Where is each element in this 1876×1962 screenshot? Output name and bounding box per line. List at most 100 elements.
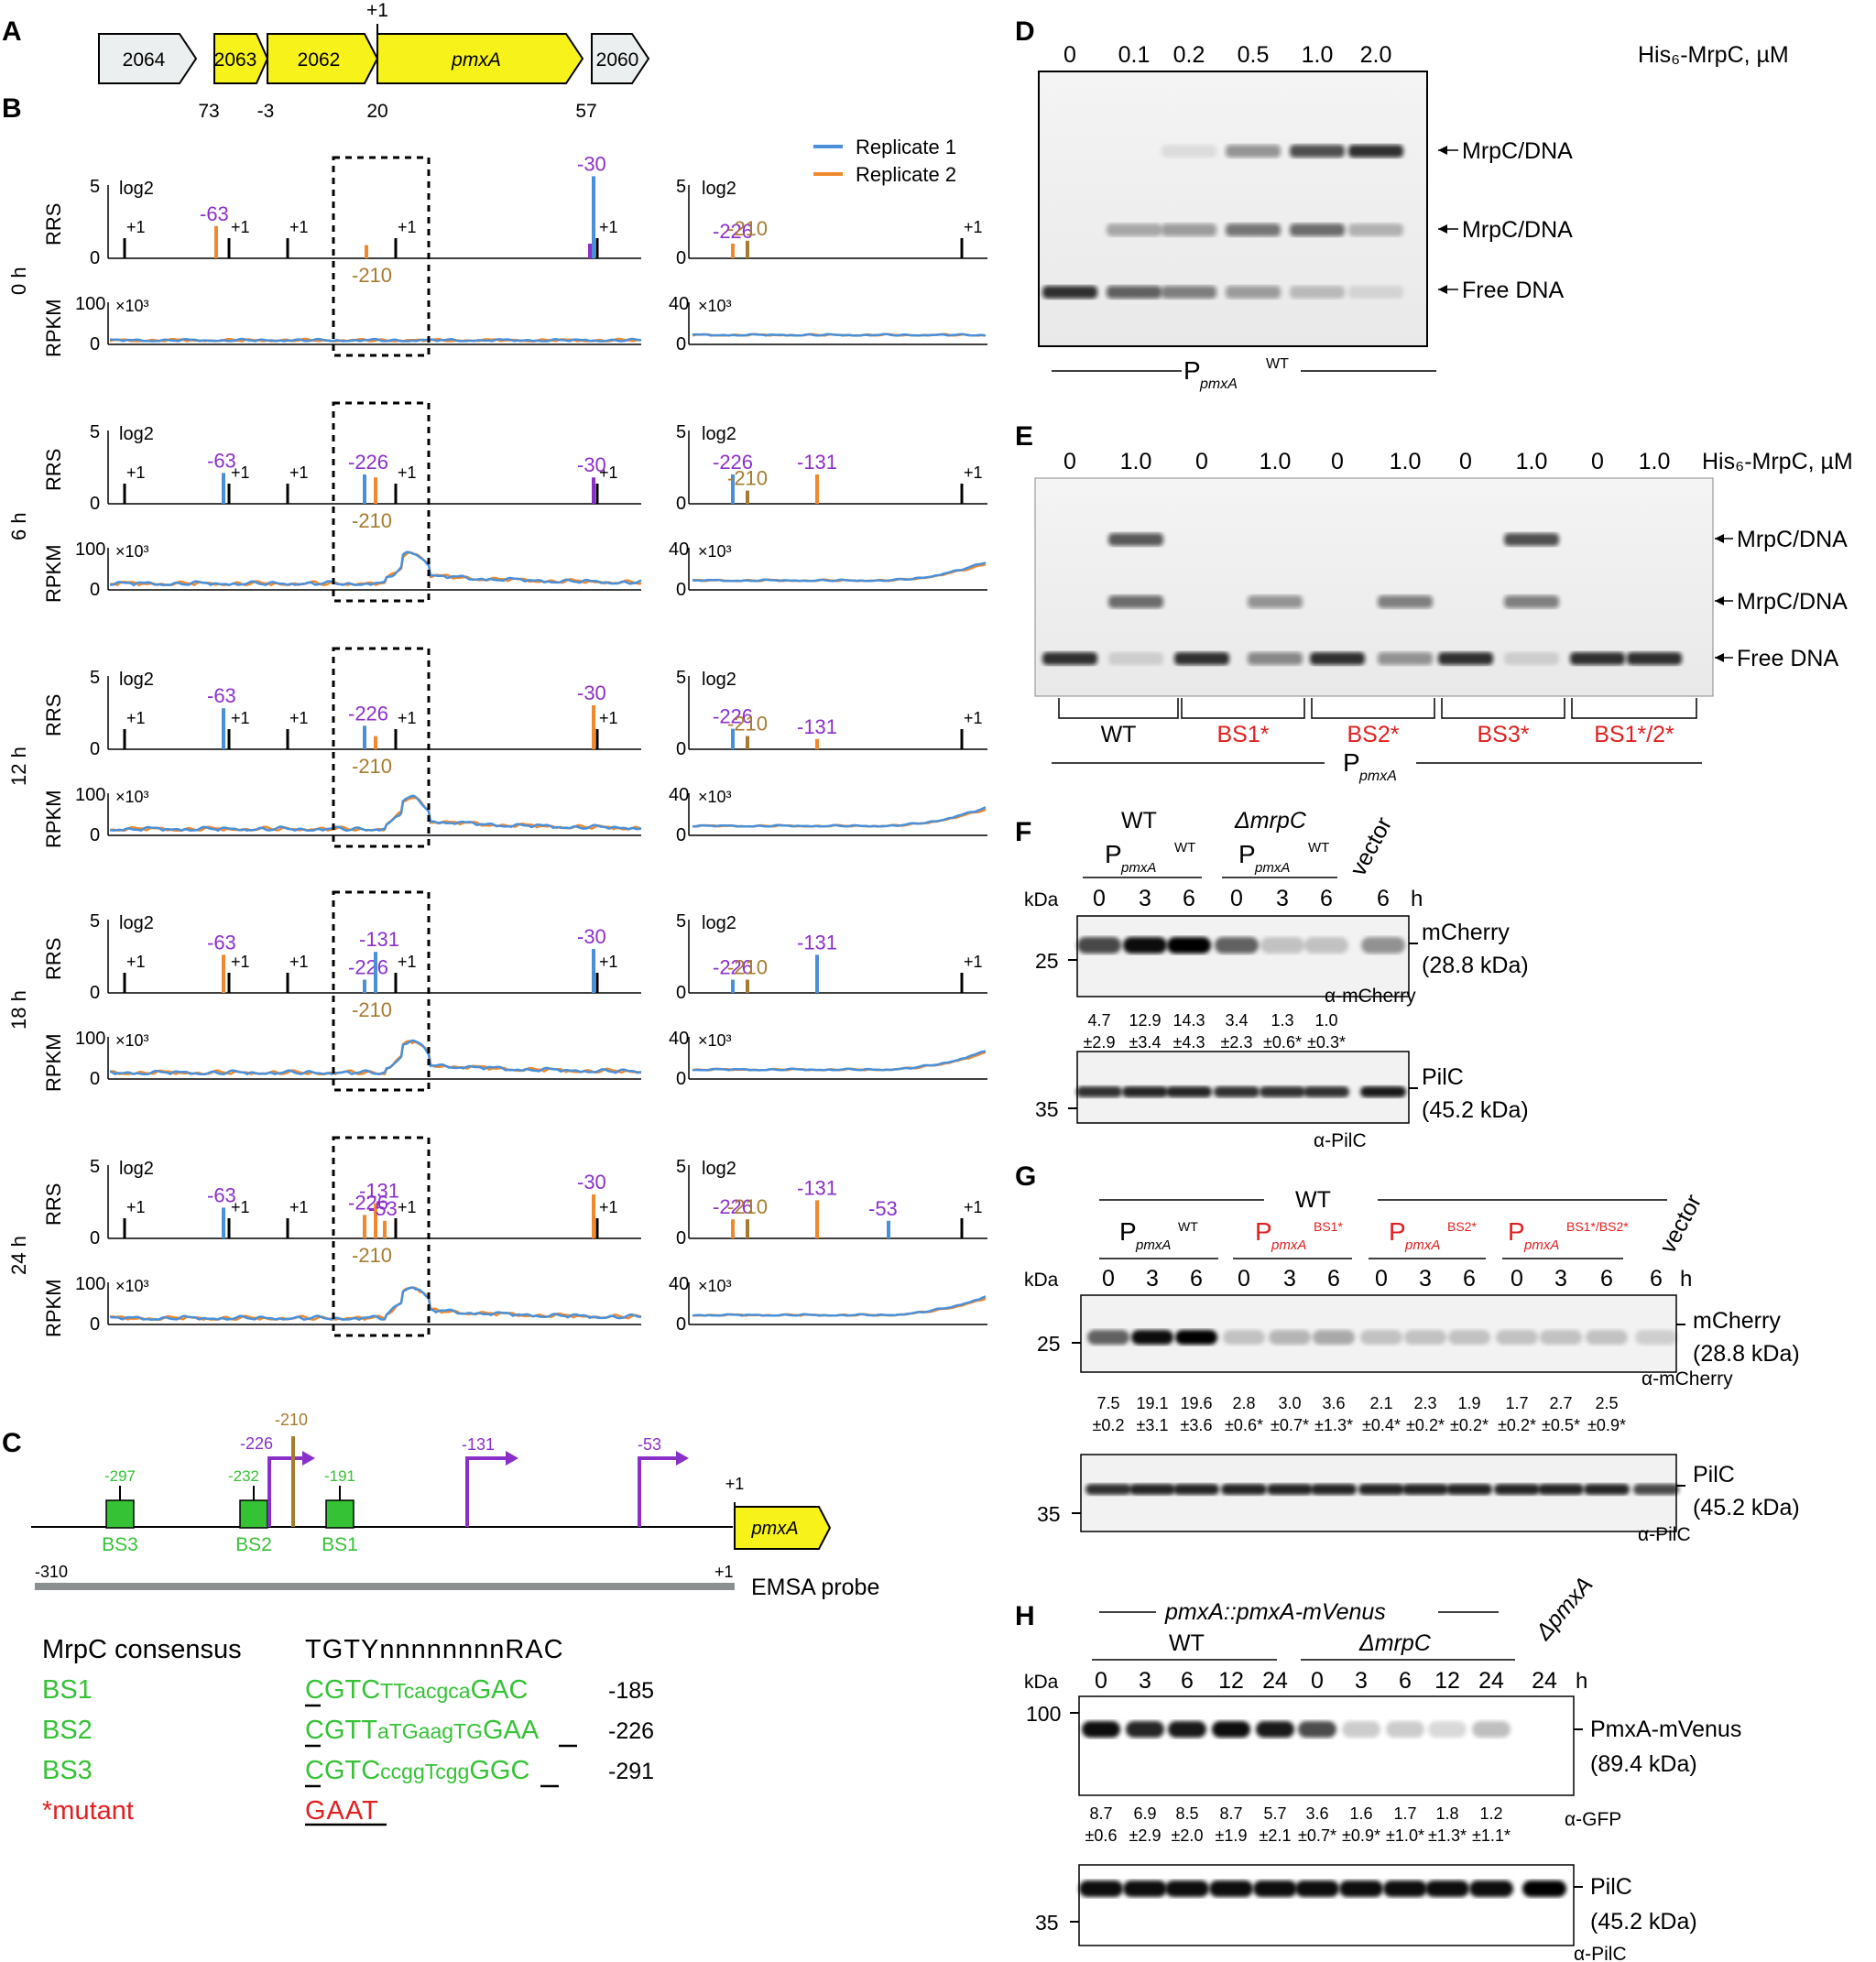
bs1-row-label: BS1 (42, 1675, 93, 1705)
plus1-label: +1 (126, 1198, 146, 1216)
f-ab-bottom: α-PilC (1314, 1130, 1367, 1151)
rrs-tick-5: 5 (90, 1157, 100, 1177)
d-conc-label: 0.2 (1173, 42, 1205, 68)
blot-band (1076, 1086, 1122, 1097)
log2-label-right: log2 (702, 179, 736, 199)
g-promoter-sup: BS1* (1314, 1219, 1343, 1234)
tss-210-label: -210 (275, 1411, 308, 1429)
blot-band (1165, 1880, 1209, 1897)
quant-mean: 5.7 (1263, 1804, 1286, 1823)
seq-end-pos: -226 (608, 1718, 654, 1744)
quant-mean: 2.1 (1369, 1394, 1392, 1412)
f-band-bottom-kda: (45.2 kDa) (1422, 1097, 1529, 1123)
quant-mean: 19.6 (1180, 1394, 1212, 1412)
lane-time: 6 (1320, 886, 1333, 911)
svg-text:P: P (1343, 748, 1360, 777)
panel-c-promoter-map: -297 -232 -191 BS3 BS2 BS1 -226 -210 -13… (31, 1411, 879, 1826)
time-row-2: 12 hRRSRPKM50log2+1+1+1+1+1-63-226-30-21… (7, 647, 987, 848)
blot-band (1212, 1721, 1250, 1738)
f-promoter-2: P pmxA WT (1238, 840, 1329, 876)
gene-2060-arrow (591, 33, 650, 84)
h-pmxa: ΔpmxA (1531, 1572, 1598, 1646)
consensus-seq: TGTYnnnnnnnnRAC (305, 1635, 564, 1664)
time-label: 18 h (7, 990, 30, 1030)
rpkm-trace-right-rep1 (693, 1295, 987, 1317)
plus1-label: +1 (289, 709, 309, 727)
tss-label-n30: -30 (577, 152, 606, 175)
d-arrowhead (1438, 224, 1447, 234)
blot-band (1260, 937, 1304, 954)
d-band (1226, 223, 1281, 236)
plus1-label: +1 (231, 1198, 250, 1216)
g-promoter-sub: pmxA (1271, 1237, 1306, 1253)
blot-band (1269, 1330, 1311, 1345)
d-conc-label: 2.0 (1360, 42, 1392, 68)
lane-time: 6 (1463, 1266, 1476, 1292)
lane-time: 24 (1532, 1668, 1557, 1694)
d-band (1162, 145, 1216, 158)
blot-band (1304, 937, 1348, 954)
gene-label-2060: 2060 (596, 49, 639, 71)
g-promoter-P: P (1508, 1217, 1525, 1246)
svg-text:WT: WT (1308, 840, 1329, 856)
h-blot-top (1078, 1695, 1575, 1796)
quant-mean: 1.0 (1314, 1011, 1337, 1030)
h-ab-bottom: α-PilC (1574, 1944, 1627, 1962)
blot-band (1472, 1721, 1511, 1738)
rpkm-tick-0-right: 0 (676, 1069, 686, 1089)
x1000-label-right: ×10³ (698, 788, 732, 806)
plus1-label: +1 (231, 953, 250, 971)
g-band-top-kda: (28.8 kDa) (1693, 1341, 1800, 1367)
plus1-label: +1 (599, 1198, 618, 1216)
e-conc-label: 1.0 (1516, 449, 1548, 474)
rrs-tick-5-right: 5 (676, 422, 686, 442)
dashed-box (332, 401, 431, 603)
plus1-label: +1 (289, 1198, 309, 1216)
mutant-label: *mutant (42, 1796, 134, 1826)
x1000-label: ×10³ (115, 297, 149, 315)
plus1-label: +1 (231, 218, 250, 236)
quant-mean: 3.6 (1305, 1804, 1328, 1823)
e-group-bracket (1571, 698, 1697, 719)
e-band-label: MrpC/DNA (1737, 589, 1848, 615)
legend-rep2: Replicate 2 (856, 163, 956, 186)
quant-sd: ±1.3* (1428, 1826, 1467, 1845)
rpkm-tick-0-right: 0 (676, 334, 686, 354)
quant-sd: ±4.3 (1173, 1033, 1205, 1052)
x1000-label: ×10³ (115, 1277, 149, 1295)
lane-time: 0 (1311, 1668, 1324, 1694)
pmxA-gene-label: pmxA (750, 1519, 798, 1539)
x1000-label-right: ×10³ (698, 1031, 732, 1050)
g-ab-top: α-mCherry (1642, 1368, 1733, 1390)
quant-sd: ±3.4 (1129, 1033, 1162, 1052)
lane-time: 0 (1095, 1668, 1107, 1694)
blot-band (1446, 1484, 1492, 1495)
blot-band (1256, 1721, 1294, 1738)
quant-sd: ±2.0 (1172, 1826, 1204, 1845)
quant-mean: 6.9 (1133, 1804, 1156, 1823)
f-mrpc: ΔmrpC (1234, 808, 1307, 834)
quant-sd: ±0.6 (1085, 1826, 1118, 1845)
quant-sd: ±0.2* (1406, 1416, 1445, 1434)
blot-band (1635, 1330, 1677, 1345)
blot-band (1358, 1484, 1404, 1495)
tss-label-n63: -63 (200, 202, 229, 225)
tss-label-n131: -131 (359, 928, 399, 951)
rrs-axis-label: RRS (42, 694, 65, 736)
lane-time: 0 (1093, 886, 1106, 911)
x1000-label: ×10³ (115, 788, 149, 806)
seq-part: GTC (324, 1675, 380, 1705)
f-wt: WT (1121, 808, 1157, 834)
x1000-label-right: ×10³ (698, 1277, 732, 1295)
quant-mean: 1.9 (1457, 1394, 1480, 1412)
quant-sd: ±0.4* (1362, 1416, 1401, 1434)
blot-band (1221, 1484, 1267, 1495)
rrs-tick-5-right: 5 (676, 668, 686, 688)
mutant-seq: GAAT (305, 1796, 379, 1826)
lane-time: 12 (1218, 1668, 1244, 1694)
g-ab-bottom: α-PilC (1638, 1524, 1691, 1545)
plus1-label-right: +1 (964, 1198, 983, 1216)
tss-53-label: -53 (638, 1435, 661, 1454)
gene-2062-arrow (267, 33, 379, 84)
quant-mean: 7.5 (1096, 1394, 1119, 1412)
